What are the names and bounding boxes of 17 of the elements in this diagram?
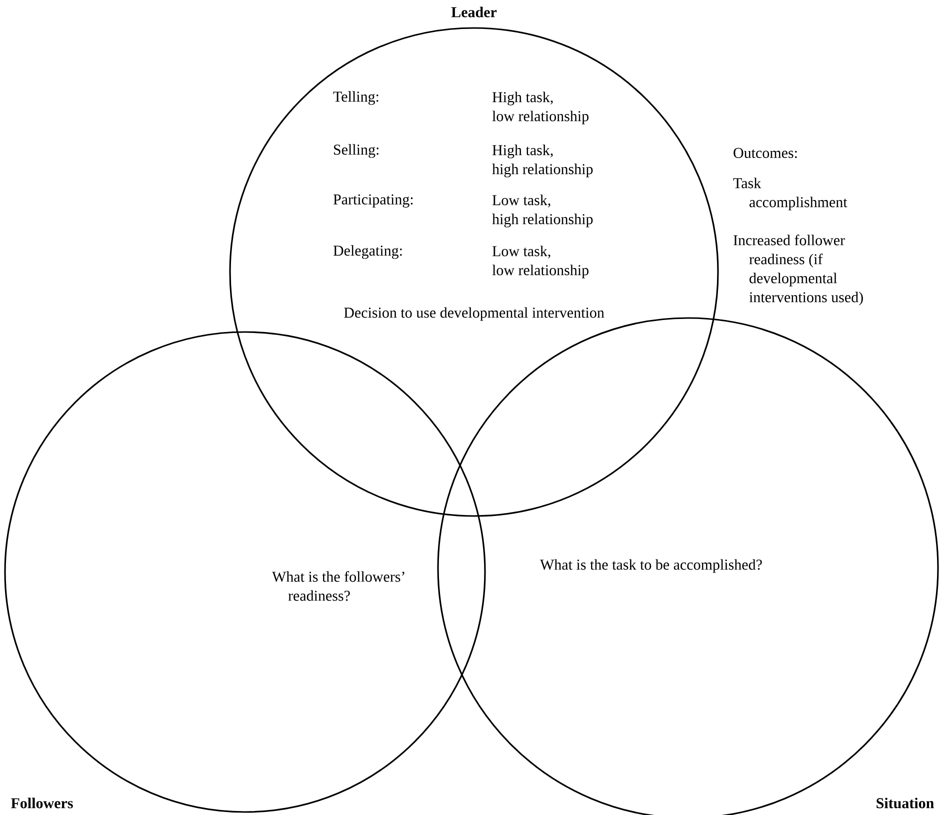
decision-text: Decision to use developmental intervention: [344, 307, 604, 321]
style-name: Delegating:: [333, 245, 402, 259]
question-text: What is the task to be accomplished?: [540, 559, 762, 573]
style-name: Telling:: [333, 91, 378, 105]
outcome-text: Task accomplishment: [733, 178, 848, 210]
style-description: Low task, high relationship: [492, 194, 593, 228]
style-name: Participating:: [333, 194, 413, 208]
heading: Followers: [11, 798, 73, 808]
outcome-text: Increased follower readiness (if developmental interventions used): [734, 234, 863, 306]
style-description: Low task, low relationship: [492, 246, 588, 278]
style-description: High task, low relationship: [492, 92, 588, 124]
outcome-text: Outcomes:: [734, 148, 797, 158]
heading: Leader: [451, 6, 497, 18]
question-text: What is the followers’ readiness?: [272, 571, 404, 601]
heading: Situation: [876, 798, 934, 808]
style-name: Selling:: [334, 144, 378, 158]
style-description: High task, high relationship: [492, 144, 593, 178]
